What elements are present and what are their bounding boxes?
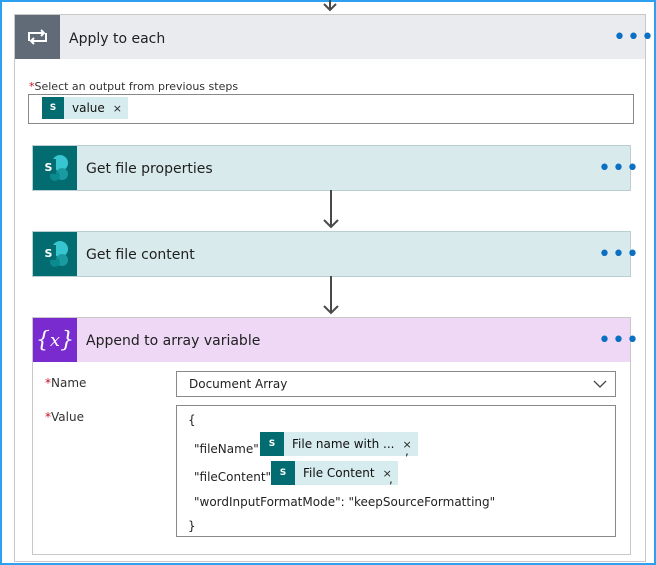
- token-remove-icon[interactable]: ×: [112, 101, 122, 115]
- token-remove-icon[interactable]: ×: [402, 437, 412, 451]
- connector-line: [330, 276, 332, 312]
- comma: ,: [405, 444, 409, 458]
- sharepoint-icon: S: [42, 97, 64, 119]
- loop-icon: [15, 15, 60, 59]
- token-file-content-label: File Content: [303, 466, 375, 480]
- value-label-text: Value: [51, 410, 84, 424]
- name-label: *Name: [45, 376, 86, 390]
- sharepoint-icon: S: [260, 432, 284, 456]
- variable-icon: {x}: [33, 318, 77, 362]
- sharepoint-icon: S: [33, 232, 77, 276]
- get-file-content-title: Get file content: [86, 247, 195, 263]
- required-mark: *: [29, 80, 35, 93]
- required-mark: *: [45, 376, 51, 390]
- name-label-text: Name: [51, 376, 87, 390]
- more-options-icon[interactable]: •••: [598, 242, 640, 267]
- variable-name-value: Document Array: [189, 377, 288, 391]
- chevron-down-icon: [593, 380, 607, 388]
- token-file-name-label: File name with ...: [292, 437, 395, 451]
- token-remove-icon[interactable]: ×: [382, 466, 392, 480]
- token-value-label: value: [72, 101, 105, 115]
- select-output-label: *Select an output from previous steps: [29, 80, 238, 93]
- token-file-content[interactable]: S File Content ×: [271, 461, 398, 485]
- select-output-label-text: Select an output from previous steps: [34, 80, 239, 93]
- more-options-icon[interactable]: •••: [598, 156, 640, 181]
- apply-to-each-header[interactable]: Apply to each •••: [15, 15, 654, 59]
- connector-line: [330, 190, 332, 226]
- more-options-icon[interactable]: •••: [613, 25, 655, 50]
- sharepoint-icon: S: [271, 461, 295, 485]
- word-format-line: "wordInputFormatMode": "keepSourceFormat…: [194, 495, 496, 509]
- filename-key: "fileName":: [194, 442, 263, 456]
- required-mark: *: [45, 410, 51, 424]
- value-label: *Value: [45, 410, 84, 424]
- token-value[interactable]: S value ×: [42, 97, 128, 119]
- variable-name-dropdown[interactable]: Document Array: [176, 371, 616, 397]
- arrow-down-icon: [323, 219, 339, 229]
- append-to-array-card: {x} Append to array variable ••• *Name D…: [32, 317, 639, 555]
- token-file-name[interactable]: S File name with ... ×: [260, 432, 418, 456]
- append-to-array-title: Append to array variable: [86, 333, 261, 349]
- comma: ,: [389, 472, 393, 486]
- svg-text:S: S: [45, 161, 53, 174]
- arrow-down-icon: [323, 305, 339, 315]
- apply-to-each-title: Apply to each: [69, 31, 166, 47]
- apply-to-each-card: Apply to each ••• *Select an output from…: [14, 14, 654, 562]
- arrow-down-icon: [323, 0, 337, 12]
- sharepoint-icon: S: [33, 146, 77, 190]
- close-brace: }: [188, 519, 196, 533]
- svg-text:S: S: [45, 247, 53, 260]
- filecontent-key: "fileContent":: [194, 470, 276, 484]
- get-file-properties-card[interactable]: S Get file properties •••: [32, 145, 639, 191]
- get-file-content-card[interactable]: S Get file content •••: [32, 231, 639, 277]
- open-brace: {: [188, 413, 196, 427]
- get-file-properties-title: Get file properties: [86, 161, 213, 177]
- select-output-input[interactable]: S value ×: [28, 94, 634, 124]
- more-options-icon[interactable]: •••: [598, 328, 640, 353]
- value-input[interactable]: { "fileName": S File name with ... × , "…: [176, 405, 616, 537]
- append-to-array-header[interactable]: {x} Append to array variable •••: [33, 318, 639, 362]
